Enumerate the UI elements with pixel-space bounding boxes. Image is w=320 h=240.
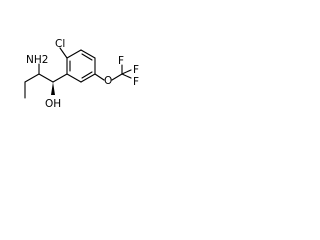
carbinol-to-amine-carbon-bond [38,73,54,83]
ring-to-chlorine-bond [59,47,68,59]
amine-label: NH2 [26,54,48,66]
ether-oxygen-to-cf3-bond [111,73,123,81]
trifluoromethoxy-group [94,64,132,81]
ring-to-ether-oxygen-bond [94,73,105,81]
chlorine-label: Cl [55,38,65,50]
ring-bond-4 [80,73,96,83]
benzene-ring [66,49,96,83]
fluorine-right-label: F [133,64,139,76]
fluorine-bottom-label: F [133,76,139,88]
ring-bond-1 [66,49,82,59]
cf3-to-fluorine-right-bond [121,69,132,75]
fluorine-top-label: F [118,55,124,67]
ring-double-bond-2 [81,71,93,79]
structure-canvas: Cl NH2 OH O F F F [0,0,152,152]
ring-bond-2 [80,49,96,59]
ring-bond-5 [66,73,82,83]
ring-double-bond-1 [81,53,93,61]
stereo-wedge-bond [51,82,55,95]
cf3-to-fluorine-bottom-bond [121,73,132,79]
ether-oxygen-label: O [104,75,112,87]
amine-carbon-to-ethyl-bond [24,73,40,83]
molecule-drawing: Cl NH2 OH O F F F [24,38,139,110]
side-chain [24,63,68,99]
hydroxyl-label: OH [45,98,61,110]
ring-to-carbinol-bond [52,73,68,83]
